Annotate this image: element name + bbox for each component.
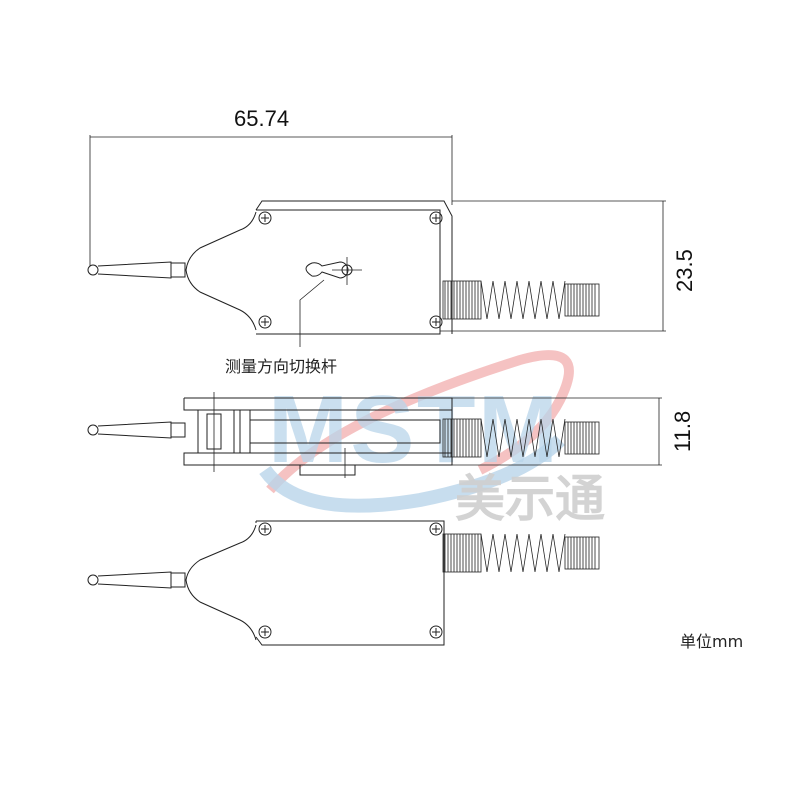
unit-label: 单位mm bbox=[680, 632, 743, 651]
bottom-view bbox=[87, 520, 600, 646]
dimension-height: 23.5 bbox=[672, 249, 697, 292]
watermark-logo: MSTM 美示通 bbox=[259, 350, 605, 528]
side-view: 11.8 bbox=[87, 392, 695, 478]
dimension-length: 65.74 bbox=[234, 106, 289, 131]
direction-lever bbox=[299, 257, 362, 347]
lever-label: 测量方向切换杆 bbox=[225, 357, 337, 376]
watermark-brand: 美示通 bbox=[455, 470, 605, 528]
top-view: 65.74 测量方向切换杆 23.5 bbox=[87, 106, 697, 376]
watermark-logo-text: MSTM bbox=[268, 376, 558, 483]
dimension-thickness: 11.8 bbox=[670, 411, 695, 452]
